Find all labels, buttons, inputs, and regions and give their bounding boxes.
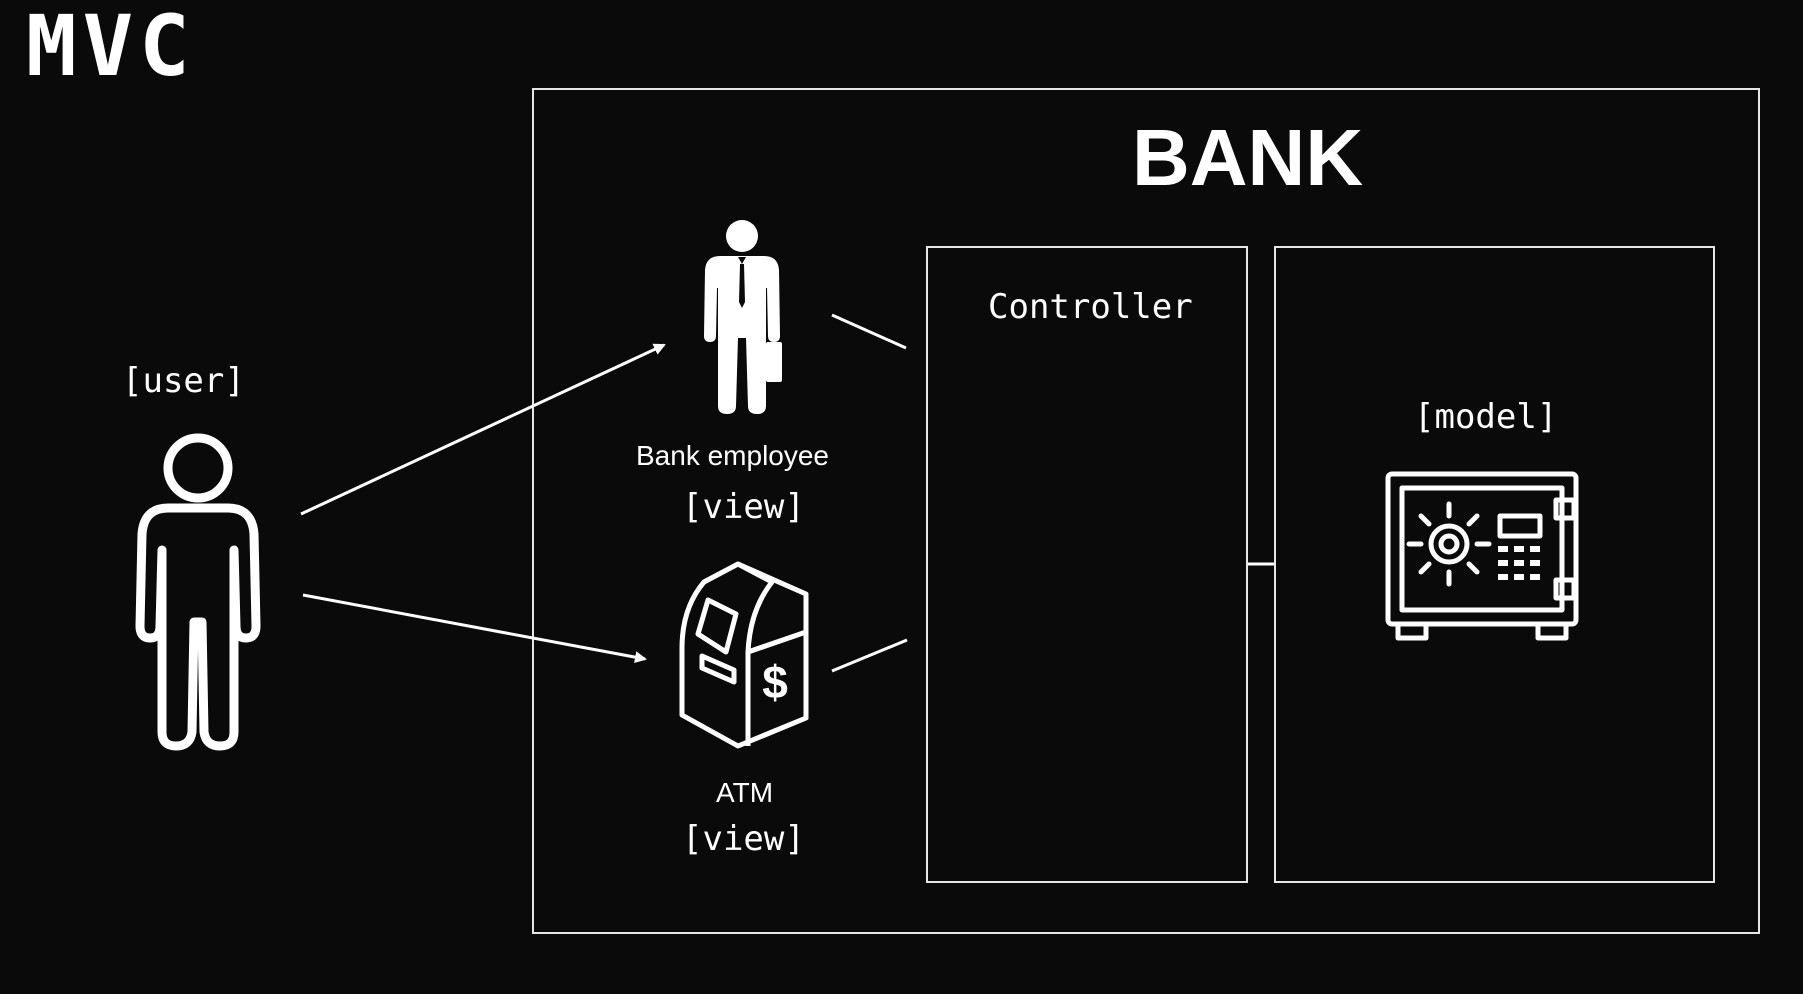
atm-to-controller-line	[831, 638, 908, 673]
person-outline-icon	[135, 433, 261, 751]
bank-container	[532, 88, 1760, 934]
employee-name: Bank employee	[636, 440, 830, 471]
bank-title: BANK	[1132, 113, 1364, 202]
user-to-employee-arrow	[300, 343, 666, 516]
safe-vault-icon	[1385, 471, 1579, 641]
controller-box	[926, 246, 1248, 883]
atm-name: ATM	[716, 777, 774, 808]
model-box	[1274, 246, 1715, 883]
employee-view-label: [view]	[682, 487, 805, 527]
svg-text:$: $	[762, 656, 788, 708]
user-label: [user]	[122, 361, 245, 401]
page-title: MVC	[26, 0, 196, 95]
user-to-atm-arrow	[302, 593, 647, 664]
model-label: [model]	[1414, 397, 1558, 437]
employee-to-controller-line	[831, 313, 907, 350]
atm-view-label: [view]	[682, 819, 805, 859]
atm-machine-icon: $	[679, 561, 809, 749]
controller-label: Controller	[988, 287, 1193, 327]
businessman-icon	[704, 220, 782, 414]
